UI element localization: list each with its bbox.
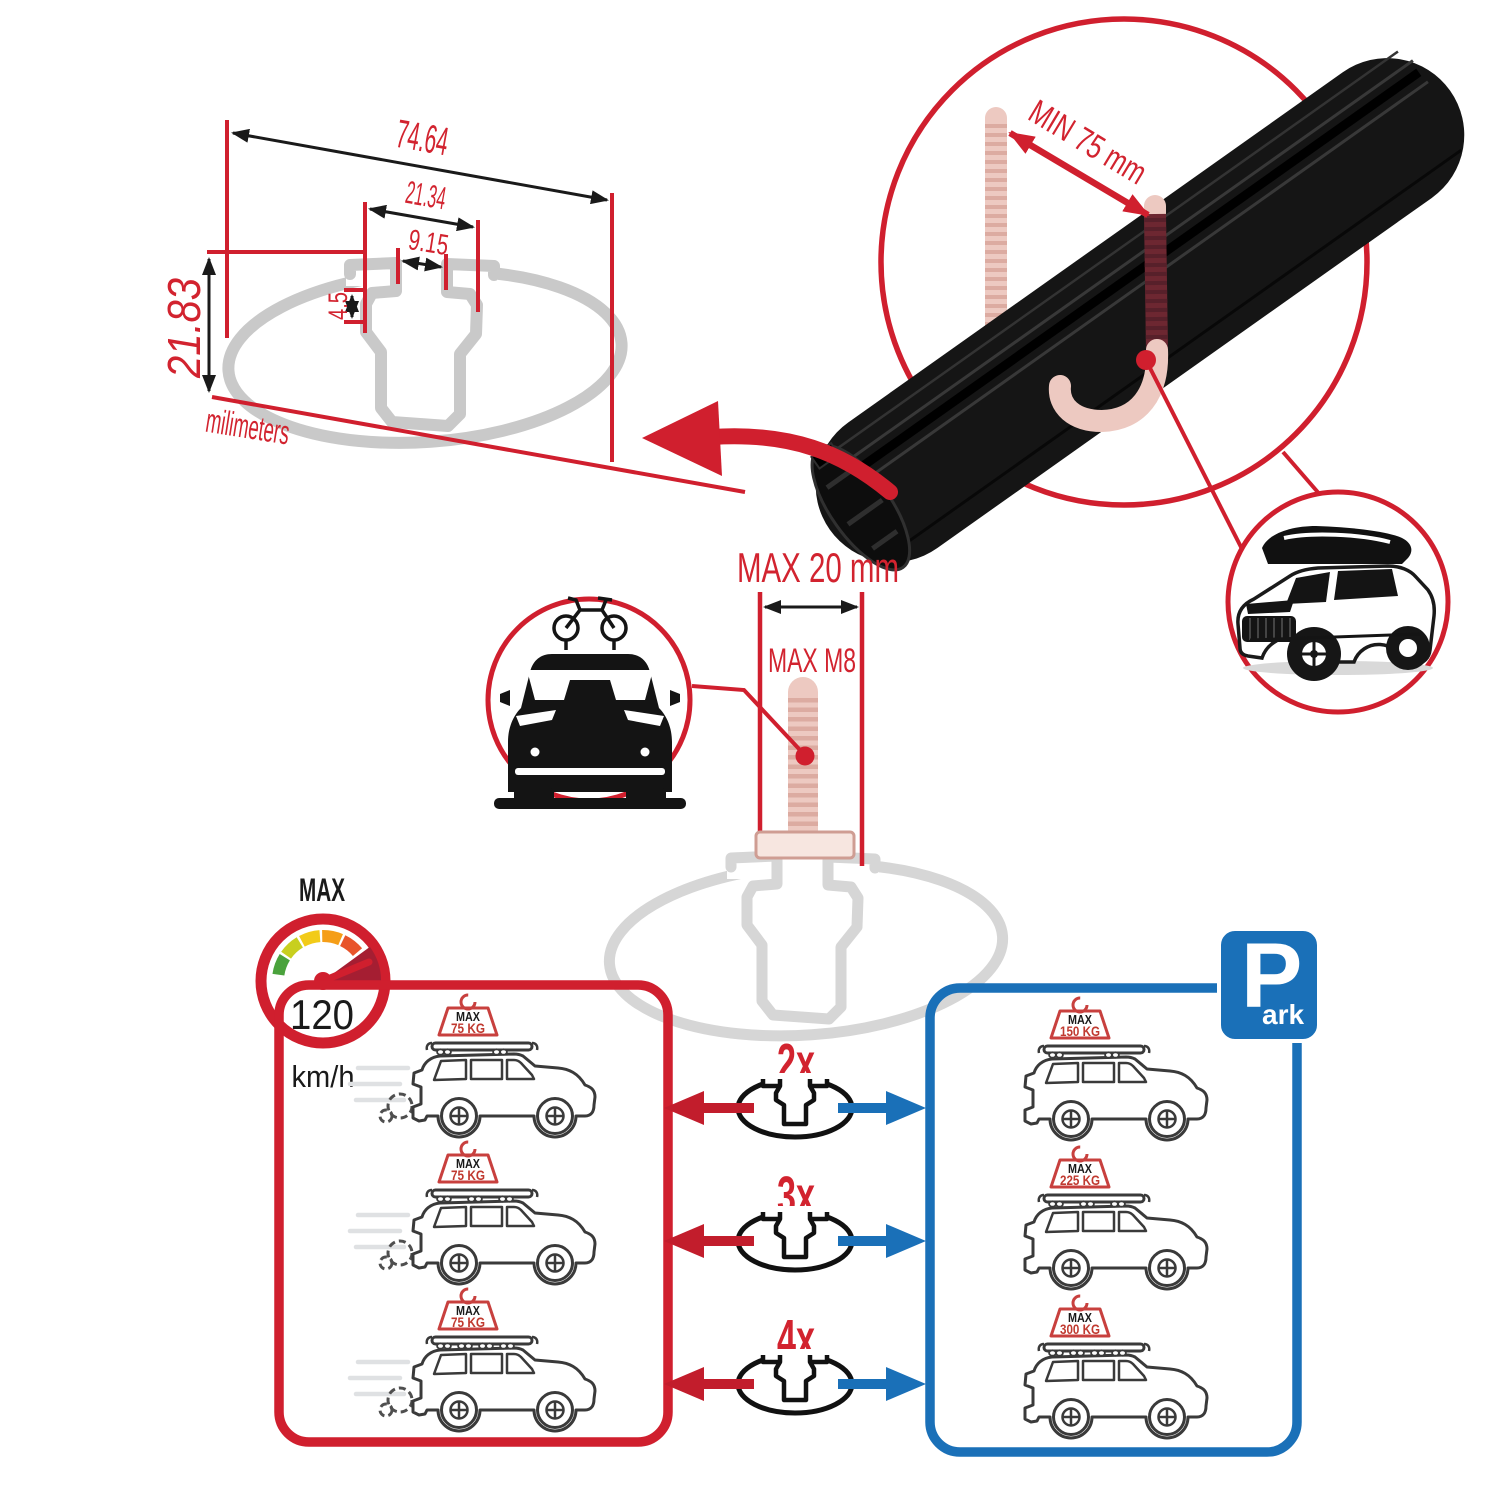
blue-arrow	[886, 1091, 926, 1125]
crossbar-detail-callout: MIN 75 mm	[810, 16, 1465, 572]
park-sign-ark: ark	[1262, 999, 1304, 1030]
car-front-bike-callout	[485, 596, 693, 809]
red-arrow	[664, 1367, 704, 1401]
svg-text:MAX: MAX	[1068, 1311, 1093, 1325]
black-crossbar	[810, 50, 1465, 572]
svg-text:75 KG: 75 KG	[451, 1315, 485, 1330]
u-bolt-marker-dot	[1136, 350, 1156, 370]
speed-value: 120	[290, 991, 354, 1038]
dim-total-width: 74.64	[393, 112, 452, 164]
crossbar-count-rows: 2x 3x 4x	[664, 1033, 926, 1416]
u-bolt-bend	[1048, 339, 1169, 433]
min-span-arrow	[1008, 130, 1150, 218]
red-arrow	[664, 1224, 704, 1258]
bolt-thread-label: MAX M8	[768, 642, 856, 680]
svg-text:MAX: MAX	[1068, 1162, 1093, 1176]
profile-channel	[344, 257, 500, 432]
svg-text:75 KG: 75 KG	[451, 1021, 485, 1036]
svg-text:225 KG: 225 KG	[1060, 1173, 1100, 1188]
crossbar-profile-icon	[735, 1349, 855, 1416]
parked-car: MAX 225 KG	[1023, 1145, 1209, 1291]
bolt-t-head	[754, 830, 856, 860]
blue-arrow	[886, 1367, 926, 1401]
bolt-width-label: MAX 20 mm	[737, 544, 899, 591]
bolt-connector	[691, 684, 802, 752]
gauge-arcs	[272, 930, 363, 976]
cross-section-dimension-diagram: 74.64 21.34 9.15 4.5 21.83 milimeters	[158, 112, 746, 494]
dim-channel-width: 21.34	[403, 174, 449, 216]
driving-car: MAX 75 KG	[347, 1287, 597, 1433]
driving-car: MAX 75 KG	[347, 993, 597, 1139]
svg-text:MAX: MAX	[456, 1157, 481, 1171]
bike-icon	[552, 596, 628, 650]
svg-text:MAX: MAX	[1068, 1013, 1093, 1027]
pointer-arrow-to-diagram	[642, 401, 898, 500]
dim-slot-depth: 4.5	[323, 292, 353, 320]
roof-load-tag: MAX 150 KG	[1049, 996, 1111, 1040]
parked-car: MAX 300 KG	[1023, 1294, 1209, 1440]
callout-connector	[1281, 450, 1324, 499]
driving-car: MAX 75 KG	[347, 1140, 597, 1286]
roof-load-tag: MAX 300 KG	[1049, 1294, 1111, 1338]
crossbar-profile-icon	[735, 1206, 855, 1273]
svg-text:75 KG: 75 KG	[451, 1168, 485, 1183]
suv-roofbox-callout	[1225, 489, 1451, 715]
roof-load-tag: MAX 75 KG	[437, 1140, 499, 1184]
svg-text:MAX: MAX	[456, 1304, 481, 1318]
callout-connector	[1148, 367, 1244, 550]
crossbar-profile-icon	[735, 1073, 855, 1140]
parked-cars: MAX 150 KG MAX 225 KG	[1023, 996, 1209, 1440]
red-arrow	[664, 1091, 704, 1125]
driving-cars: MAX 75 KG MAX 75 KG	[347, 993, 597, 1433]
park-sign-p: P	[1241, 925, 1302, 1027]
parked-car: MAX 150 KG	[1023, 996, 1209, 1142]
parking-panel	[925, 983, 1302, 1457]
bolt-size-diagram: MAX 20 mm MAX M8	[603, 544, 1009, 1042]
roof-load-tag: MAX 225 KG	[1049, 1145, 1111, 1189]
bolt-marker-dot	[795, 746, 815, 766]
park-sign: P ark	[1217, 925, 1321, 1043]
bolt-profile-channel	[725, 850, 881, 1025]
dimension-lines	[202, 120, 746, 494]
speed-title: MAX	[299, 872, 345, 908]
car-front-icon	[494, 654, 686, 809]
blue-arrow	[886, 1224, 926, 1258]
svg-text:150 KG: 150 KG	[1060, 1024, 1100, 1039]
roof-load-tag: MAX 75 KG	[437, 993, 499, 1037]
dim-slot-width: 9.15	[406, 224, 451, 262]
svg-text:300 KG: 300 KG	[1060, 1322, 1100, 1337]
driving-panel	[274, 980, 673, 1447]
dim-total-height: 21.83	[158, 278, 210, 379]
detail-circle	[878, 16, 1370, 508]
roof-load-tag: MAX 75 KG	[437, 1287, 499, 1331]
svg-text:MAX: MAX	[456, 1010, 481, 1024]
speed-unit: km/h	[292, 1059, 355, 1094]
